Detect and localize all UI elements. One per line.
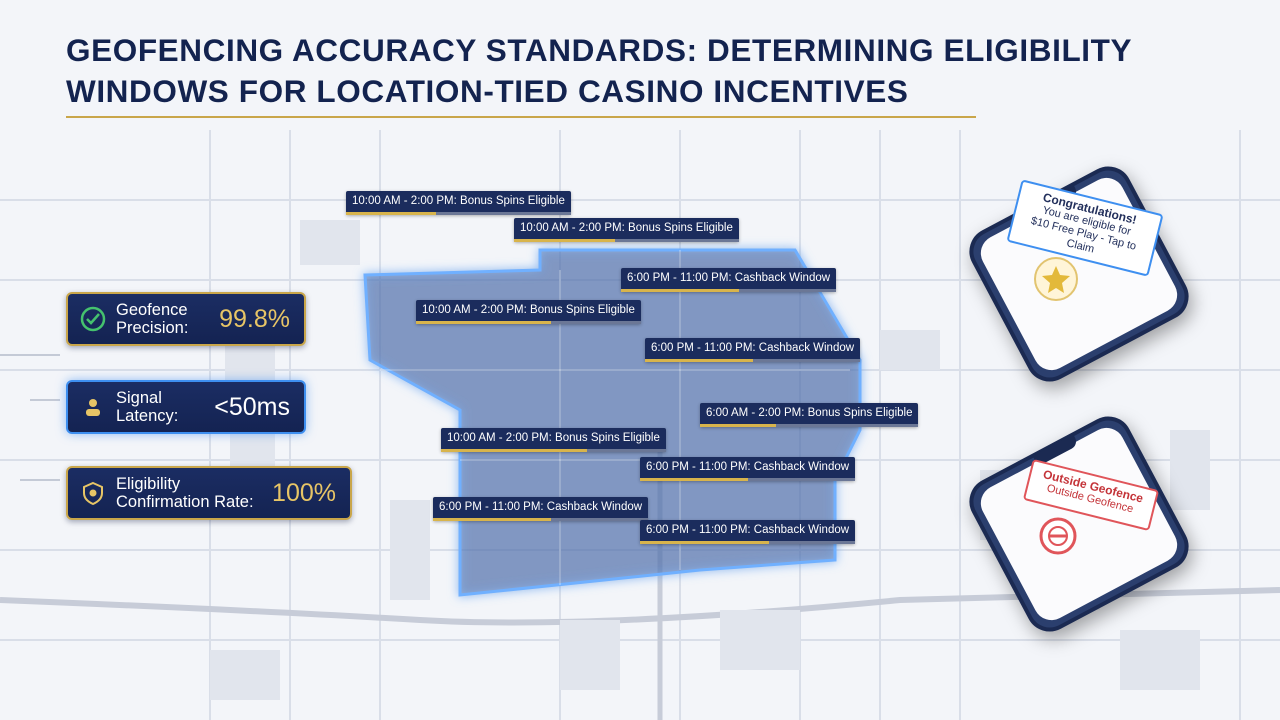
time-window-label: 6:00 PM - 11:00 PM: Cashback Window: [640, 457, 856, 481]
time-window-label: 10:00 AM - 2:00 PM: Bonus Spins Eligible: [346, 191, 571, 215]
check-circle-icon: [78, 304, 108, 334]
time-window-label: 6:00 PM - 11:00 PM: Cashback Window: [621, 268, 837, 292]
circuit-traces: [0, 354, 60, 481]
time-window-label: 10:00 AM - 2:00 PM: Bonus Spins Eligible: [441, 428, 666, 452]
time-window-label: 6:00 PM - 11:00 PM: Cashback Window: [640, 520, 856, 544]
shield-heart-icon: [78, 478, 108, 508]
time-window-label: 6:00 AM - 2:00 PM: Bonus Spins Eligible: [700, 403, 919, 427]
metric-value: 99.8%: [219, 304, 290, 333]
title-divider: [66, 116, 976, 118]
no-entry-icon[interactable]: [1038, 516, 1078, 561]
time-window-label: 10:00 AM - 2:00 PM: Bonus Spins Eligible: [514, 218, 739, 242]
user-signal-icon: [78, 392, 108, 422]
title-line-2: WINDOWS FOR LOCATION-TIED CASINO INCENTI…: [66, 73, 909, 109]
time-window-label: 10:00 AM - 2:00 PM: Bonus Spins Eligible: [416, 300, 641, 324]
star-icon[interactable]: [1033, 256, 1079, 307]
page-title: GEOFENCING ACCURACY STANDARDS: DETERMINI…: [66, 30, 1226, 112]
time-window-label: 6:00 PM - 11:00 PM: Cashback Window: [645, 338, 861, 362]
title-line-1: GEOFENCING ACCURACY STANDARDS: DETERMINI…: [66, 32, 1133, 68]
metric-value: <50ms: [214, 392, 290, 421]
metric-value: 100%: [272, 478, 336, 507]
time-window-label: 6:00 PM - 11:00 PM: Cashback Window: [433, 497, 649, 521]
